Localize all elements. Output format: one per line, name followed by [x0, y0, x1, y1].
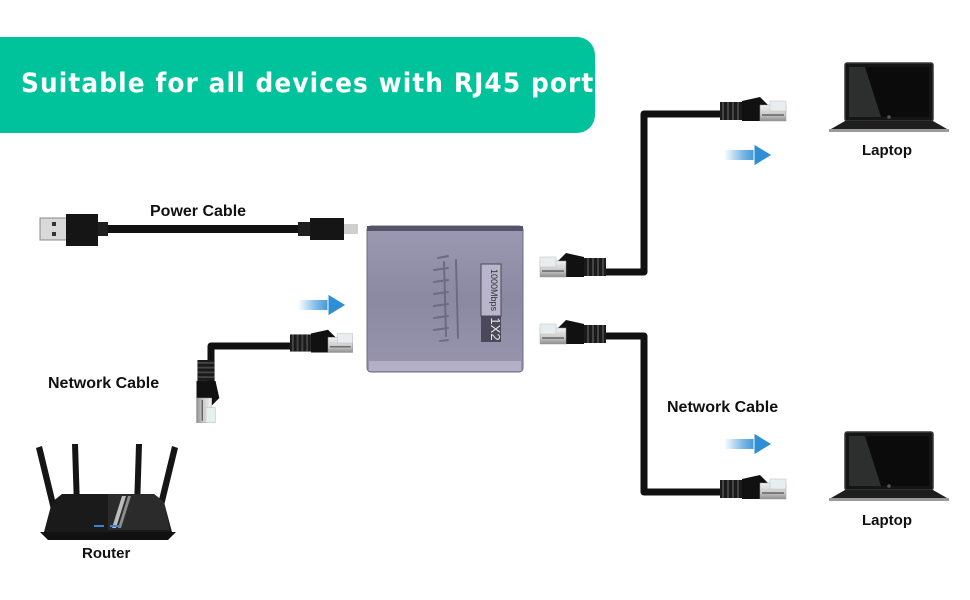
- laptop-icon: [828, 62, 950, 133]
- rj45-plug: [719, 474, 787, 500]
- headline-text: Suitable for all devices with RJ45 ports: [21, 68, 611, 99]
- input-network-cable: [196, 329, 354, 424]
- rj45-plug: [719, 96, 787, 122]
- laptop-bottom-label: Laptop: [862, 512, 912, 529]
- port-label: 1X2: [488, 317, 503, 340]
- micro-usb-plug: [310, 218, 344, 240]
- usb-a-plug: [39, 217, 69, 241]
- rj45-plug: [539, 252, 607, 278]
- laptop-icon: [828, 431, 950, 502]
- headline-banner: [0, 37, 595, 133]
- rj45-plug: [196, 359, 220, 424]
- rj45-plug: [289, 329, 354, 353]
- ethernet-splitter: 1000Mbps 1X2: [366, 225, 524, 373]
- port-label-box: [481, 316, 501, 342]
- output-network-cable-bottom: [539, 319, 787, 500]
- grip-ridges: [433, 255, 459, 342]
- arrow-right-icon: [723, 143, 773, 167]
- network-cable-input-label: Network Cable: [48, 375, 160, 392]
- arrow-right-icon: [723, 432, 773, 456]
- speed-label: 1000Mbps: [489, 269, 499, 312]
- router-icon: [36, 444, 178, 540]
- arrow-right-icon: [297, 293, 347, 317]
- output-network-cable-top: [539, 96, 787, 278]
- laptop-top-label: Laptop: [862, 142, 912, 159]
- router-label: Router: [82, 545, 131, 562]
- rj45-plug: [539, 319, 607, 345]
- power-cable-label: Power Cable: [150, 203, 247, 220]
- network-cable-output-label: Network Cable: [667, 399, 779, 416]
- power-cable: [39, 214, 358, 246]
